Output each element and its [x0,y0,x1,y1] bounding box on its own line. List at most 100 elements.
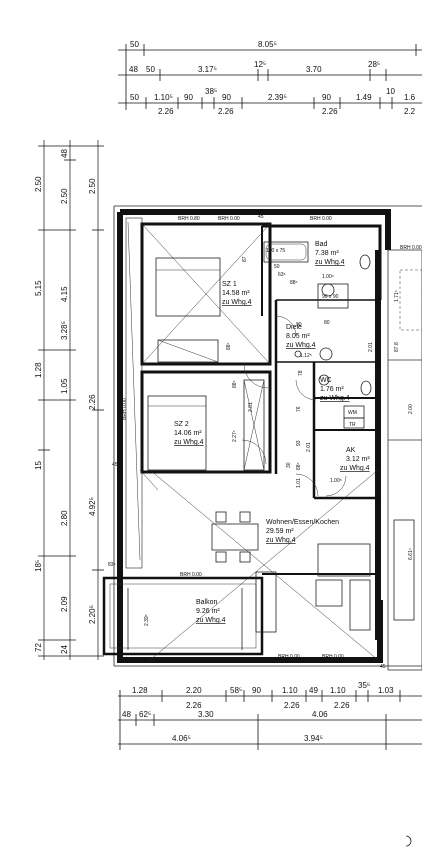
brh-label-3: BRH 0.00 [310,216,332,222]
top-dim-3-2: 1.10⁵ [154,93,173,102]
top-dim-1-1: 50 [130,40,139,49]
top-dim-3-7: 90 [322,93,331,102]
dim-63: 63⁵ [278,272,286,278]
wm-label: WM [348,410,357,416]
tub-size: 170 x 75 [266,248,285,254]
room-link-wc: zu Whg.4 [320,395,350,402]
left-dim-3-5: 2.20⁵ [88,605,97,624]
top-dim-2-6: 28⁵ [368,60,380,69]
dim-227: 2.27⁵ [232,430,238,442]
top-dim-2-5: 3.70 [306,65,322,74]
left-dim-3-4: 4.92⁵ [88,497,97,516]
left-dim-2-2: 2.50 [60,188,69,204]
annotations: BRH 0.80 BRH 0.00 BRH 0.00 BRH 0.00 BRH … [108,214,422,670]
room-name-bad: Bad [315,241,328,248]
wardrobe-sz2 [243,379,265,471]
room-area-sz2: 14.06 m² [174,430,202,437]
bottom-dim-3-4: 4.06 [312,710,328,719]
dim-281: 2.81 [248,402,254,412]
room-area-ak: 3.12 m² [346,456,370,463]
tv-unit [255,571,277,633]
washbasin-icon [321,283,335,297]
room-area-diele: 8.05 m² [286,333,310,340]
bottom-dim-1-9: 1.03 [378,686,394,695]
dim-78: 78 [298,370,304,376]
dim-239: 2.39⁵ [144,614,150,626]
dim-87: 87 [242,256,248,262]
top-dim-4-3: 2.26 [322,107,338,116]
top-dim-3-4: 38⁵ [205,87,217,96]
top-dim-1-2: 8.05⁵ [258,40,277,49]
dim-88c: 88⁵ [232,380,238,388]
left-dim-2-4: 1.05 [60,378,69,394]
brh-label-2: BRH 0.00 [218,216,240,222]
bottom-dim-2-1: 2.26 [186,701,202,710]
dim-80: 80 [324,320,330,326]
left-dim-2-3: 4.15 [60,286,69,302]
dim-661: 6.61⁵ [408,548,414,560]
top-dim-3-1: 50 [130,93,139,102]
bottom-dim-1-5: 1.10 [282,686,298,695]
tr-label: TR [349,422,356,428]
bottom-dim-1-1: 1.28 [132,686,148,695]
room-area-wc: 1.76 m² [320,386,344,393]
top-dim-3-5: 90 [222,93,231,102]
top-dim-3-10: 1.6 [404,93,416,102]
room-name-wohnen: Wohnen/Essen/Kochen [266,519,339,526]
wc-basin-icon [318,374,330,386]
left-dim-2-1: 48 [60,149,69,158]
dim-45-left: 45 [112,462,118,468]
dim-45-bottom: 45 [380,664,386,670]
top-dim-3-9: 10 [386,87,395,96]
bottom-dim-3-2: 62⁵ [139,710,151,719]
brh-label-5: BRH 0.00 [180,572,202,578]
dim-101: 1.01 [296,478,302,488]
room-area-wohnen: 29.59 m² [266,528,294,535]
room-area-sz1: 14.58 m² [222,290,250,297]
left-dim-1-5: 18⁵ [34,560,43,572]
left-dim-1-3: 1.28 [34,362,43,378]
brh-label-7: BRH 0.00 [322,654,344,660]
furniture [139,241,372,633]
wc-toilet-icon [360,380,372,396]
dim-76: 76 [296,406,302,412]
dim-83: 83⁵ [108,562,116,568]
room-name-wc: WC [320,377,332,384]
dryer [343,417,365,429]
dim-90: 90 [296,322,302,328]
bottom-dim-4-1: 4.06⁵ [172,734,191,743]
bottom-dim-2-3: 2.26 [334,701,350,710]
left-dim-1-6: 72 [34,643,43,652]
room-link-sz2: zu Whg.4 [174,439,204,446]
room-area-bad: 7.38 m² [315,250,339,257]
dim-93: 93 [296,440,302,446]
bottom-dim-1-2: 2.20 [186,686,202,695]
top-dim-2-1: 48 [129,65,138,74]
dim-88d: 88⁵ [226,342,232,350]
left-dim-3-3: 3.28⁵ [60,321,69,340]
room-name-ak: AK [346,447,356,454]
top-dim-4-1: 2.26 [158,107,174,116]
room-name-sz2: SZ 2 [174,421,189,428]
dim-45-top: 45 [258,214,264,220]
corner-mark-icon [405,835,412,847]
top-dim-3-8: 1.49 [356,93,372,102]
bottom-dim-4-2: 3.94⁵ [304,734,323,743]
top-dim-3-3: 90 [184,93,193,102]
bottom-dim-3-3: 3.30 [198,710,214,719]
left-dim-1-1: 2.50 [34,176,43,192]
room-link-diele: zu Whg.4 [286,342,316,349]
bed-sz1 [155,257,221,317]
shower-size: 90 x 90 [322,294,339,300]
left-dim-3-2: 2.26 [88,394,97,410]
dim-1005: 1.00⁵ [330,478,342,484]
left-dim-2-7: 24 [60,645,69,654]
dim-112: 1.12⁵ [300,353,312,359]
dim-100a: 1.00⁵ [322,274,334,280]
dim-88b: 88⁵ [296,462,302,470]
top-dimension-chains: 50 8.05⁵ 48 50 3.17⁵ 12⁵ 3.70 28⁵ 50 1.1… [118,40,422,116]
sofa [317,543,371,577]
wardrobe-sz1 [157,339,219,363]
room-link-ak: zu Whg.4 [340,465,370,472]
